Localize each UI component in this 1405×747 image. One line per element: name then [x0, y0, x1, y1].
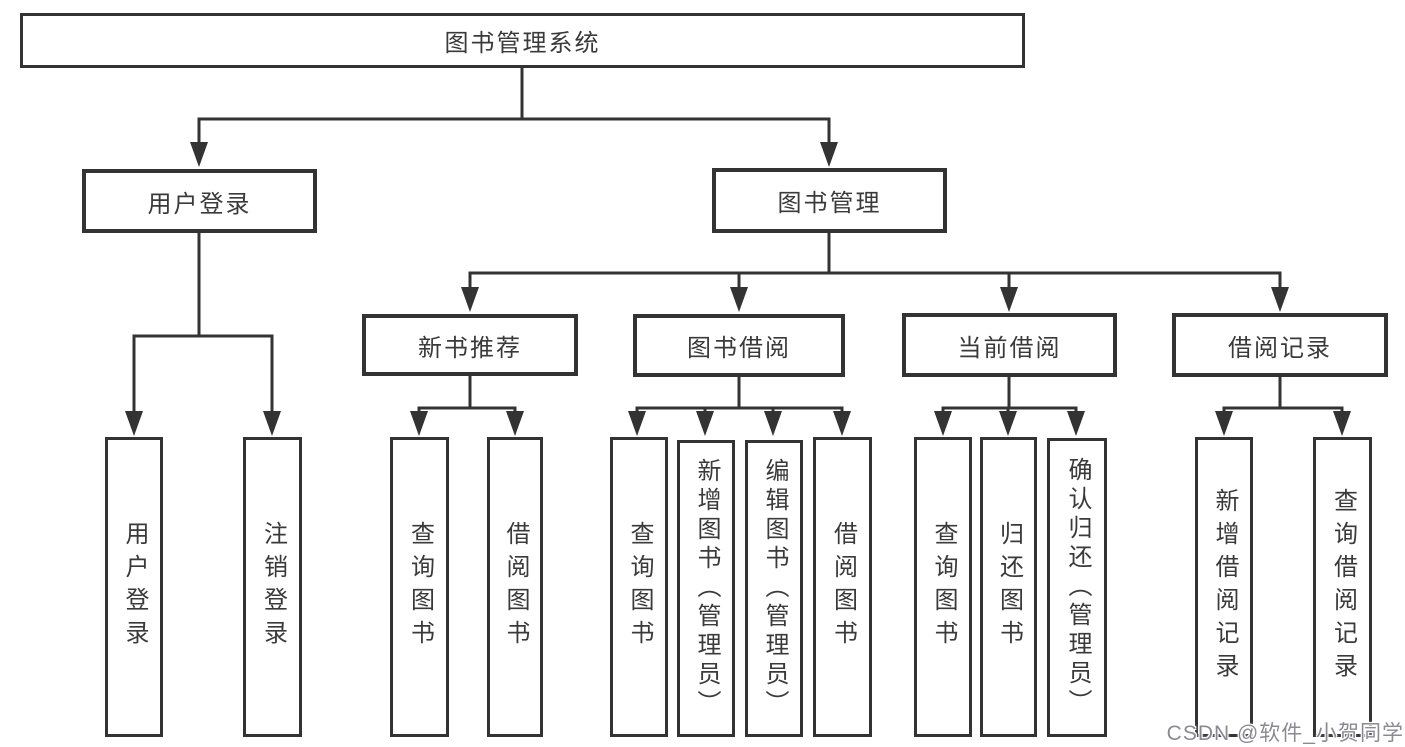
leaf-return-books: 归还图书	[980, 437, 1037, 737]
leaf-logout-label: 注销登录	[259, 521, 287, 653]
leaf-add-borrow-record: 新增借阅记录	[1195, 437, 1253, 737]
leaf-query-books-current: 查询图书	[914, 437, 972, 737]
leaf-query-borrow-record: 查询借阅记录	[1313, 437, 1372, 737]
node-borrow-records: 借阅记录	[1172, 313, 1388, 377]
node-current-borrow: 当前借阅	[902, 313, 1117, 377]
leaf-edit-books-admin-label: 编辑图书（管理员）	[761, 458, 788, 719]
leaf-query-borrow-record-label: 查询借阅记录	[1329, 488, 1357, 686]
leaf-borrow-books-borrow-label: 借阅图书	[829, 521, 857, 653]
leaf-return-books-label: 归还图书	[995, 521, 1023, 653]
node-borrow-records-label: 借阅记录	[1228, 334, 1332, 362]
leaf-add-books-admin: 新增图书（管理员）	[677, 440, 735, 737]
leaf-user-login: 用户登录	[105, 437, 163, 737]
leaf-query-books-current-label: 查询图书	[930, 521, 957, 653]
node-user-login: 用户登录	[82, 169, 317, 233]
node-book-management: 图书管理	[712, 168, 947, 233]
leaf-logout: 注销登录	[243, 437, 302, 737]
leaf-borrow-books-recommend: 借阅图书	[487, 437, 543, 737]
node-root-label: 图书管理系统	[444, 30, 601, 57]
leaf-query-books-borrow-label: 查询图书	[626, 521, 653, 653]
leaf-confirm-return-admin: 确认归还（管理员）	[1047, 438, 1107, 737]
leaf-query-books-recommend: 查询图书	[390, 437, 449, 737]
leaf-borrow-books-borrow: 借阅图书	[813, 437, 872, 737]
leaf-add-books-admin-label: 新增图书（管理员）	[693, 458, 720, 719]
arrowhead-icons	[125, 142, 1351, 436]
node-book-borrow-label: 图书借阅	[687, 335, 791, 362]
node-book-borrow: 图书借阅	[633, 314, 845, 377]
node-root: 图书管理系统	[20, 13, 1025, 68]
leaf-query-books-borrow: 查询图书	[610, 437, 668, 737]
leaf-user-login-label: 用户登录	[121, 521, 148, 653]
node-current-borrow-label: 当前借阅	[957, 334, 1062, 362]
leaf-edit-books-admin: 编辑图书（管理员）	[745, 440, 803, 737]
node-book-management-label: 图书管理	[777, 190, 882, 217]
watermark-text: CSDN @软件_小贺同学	[1166, 722, 1404, 745]
leaf-borrow-books-recommend-label: 借阅图书	[502, 521, 529, 653]
node-new-book-recommend: 新书推荐	[362, 314, 578, 376]
leaf-query-books-recommend-label: 查询图书	[406, 521, 434, 653]
node-new-book-recommend-label: 新书推荐	[418, 334, 522, 362]
node-user-login-label: 用户登录	[147, 190, 252, 218]
leaf-add-borrow-record-label: 新增借阅记录	[1211, 488, 1238, 686]
leaf-confirm-return-admin-label: 确认归还（管理员）	[1064, 457, 1091, 718]
